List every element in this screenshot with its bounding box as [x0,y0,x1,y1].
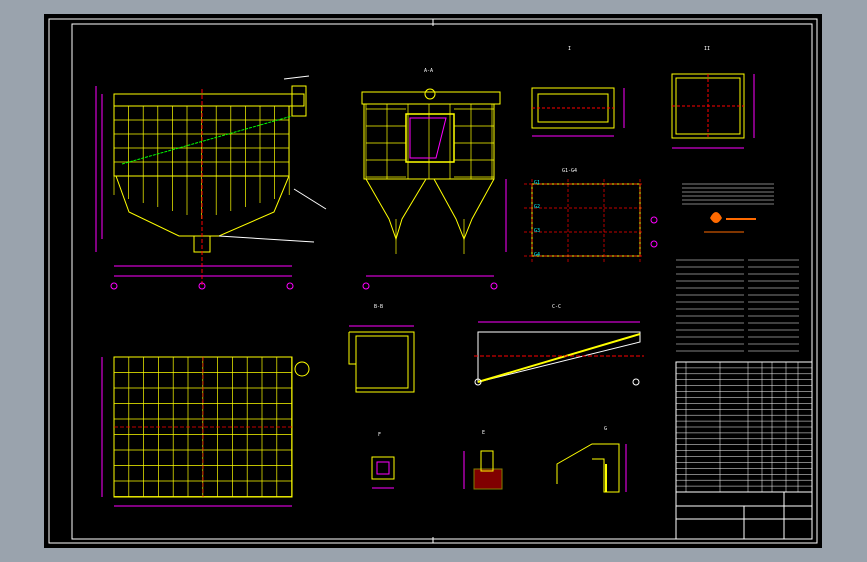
grid-label-g4: G4 [534,252,540,258]
side-inlet-box [405,113,455,163]
front-leader-1 [283,75,310,80]
front-axis-bubble-3 [286,282,294,290]
detail-c-bubble-2 [632,378,640,386]
grid-label-g1: G1 [534,180,540,186]
side-elevation-view: A-A [361,68,507,290]
detail-c-label: C-C [552,304,561,310]
side-hopper-left [365,178,427,241]
detail-b-label: B-B [374,304,383,310]
plan-nozzle [294,361,310,377]
detail-2-label: II [704,46,710,52]
detail-e-body [473,468,503,490]
technical-notes [676,183,799,352]
grid-bubble-2 [650,240,658,248]
front-axis-bubble-1 [110,282,118,290]
detail-f-view: F [371,432,395,489]
front-outlet [193,235,211,253]
parts-list-lines [676,362,812,492]
side-axis-bubble-2 [490,282,498,290]
side-roof [361,91,501,105]
grid-plan-view: G1-G4 G1 G2 G3 G4 [524,168,658,262]
front-leader-2 [218,235,315,243]
side-top-valve [424,88,436,100]
detail-2-view: II [671,46,755,149]
front-leader-3 [293,188,327,210]
title-block [675,361,813,540]
side-axis-bubble-1 [362,282,370,290]
front-elevation-view [95,75,327,290]
cad-drawing: A-A I II G1-G4 G1 G2 G3 G4 [48,18,818,544]
plan-view [101,356,310,507]
detail-g-view: G [556,426,627,493]
detail-g-label: G [604,426,607,432]
detail-1-label: I [568,46,571,52]
drawing-sheet: A-A I II G1-G4 G1 G2 G3 G4 [44,14,822,548]
side-view-label: A-A [424,68,433,74]
grid-label-g3: G3 [534,228,540,234]
detail-e-view: E [463,430,503,490]
side-inlet-flap [409,117,447,159]
side-hopper-right [433,178,495,241]
detail-e-label: E [482,430,485,436]
detail-f-inner [376,461,390,475]
detail-1-view: I [531,46,625,137]
grid-bubble-1 [650,216,658,224]
front-stair [291,85,307,117]
grid-plan-outline [531,183,641,257]
detail-e-stem [480,450,494,472]
detail-b-view: B-B [348,304,415,393]
front-inlet-diagonal [121,115,293,165]
detail-g-profile [556,443,620,493]
grid-label-g2: G2 [534,204,540,210]
plan-grid [113,356,292,497]
detail-b-inner [355,335,409,389]
grid-plan-lines [524,179,644,262]
detail-f-outer [371,456,395,480]
detail-c-view: C-C [474,304,644,386]
front-axis-bubble-2 [198,282,206,290]
grid-plan-label: G1-G4 [562,168,577,174]
inner-border [71,23,813,540]
side-grid [365,104,494,254]
detail-f-label: F [378,432,381,438]
detail-c-diagonal [477,333,641,383]
detail-c-bubble-1 [474,378,482,386]
front-roof [113,93,305,107]
manufacturer-logo [704,212,756,233]
detail-b-section [348,331,415,393]
detail-c-wedge [477,331,641,383]
